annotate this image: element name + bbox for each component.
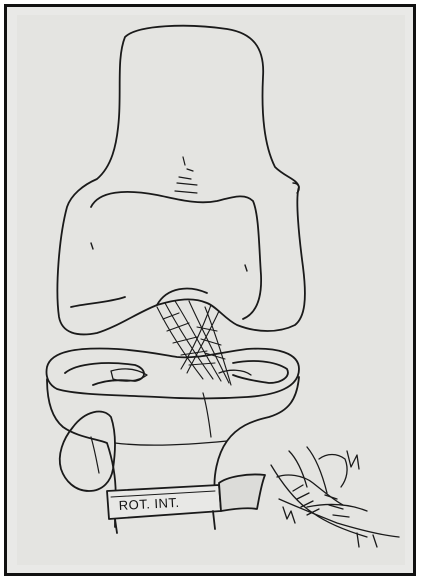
- femur-mark-left: [91, 243, 93, 249]
- medial-meniscus: [65, 363, 144, 385]
- fibula-detail: [91, 437, 99, 473]
- fibula-head: [60, 412, 115, 491]
- tibial-plateau: [46, 349, 299, 399]
- rotation-band-label: ROT. INT.: [118, 495, 180, 513]
- rotation-band-flap: [219, 474, 265, 511]
- tibia-crest: [115, 441, 227, 445]
- knee-illustration: ROT. INT.: [7, 7, 413, 573]
- femur-shading: [175, 157, 197, 193]
- femur-mark-right: [245, 265, 247, 271]
- tibia-midline: [203, 393, 211, 437]
- inset-detail-sketch: [271, 447, 399, 547]
- illustration-frame: ROT. INT.: [4, 4, 416, 576]
- lateral-meniscus: [233, 361, 288, 383]
- femur-condyle-line: [71, 297, 125, 307]
